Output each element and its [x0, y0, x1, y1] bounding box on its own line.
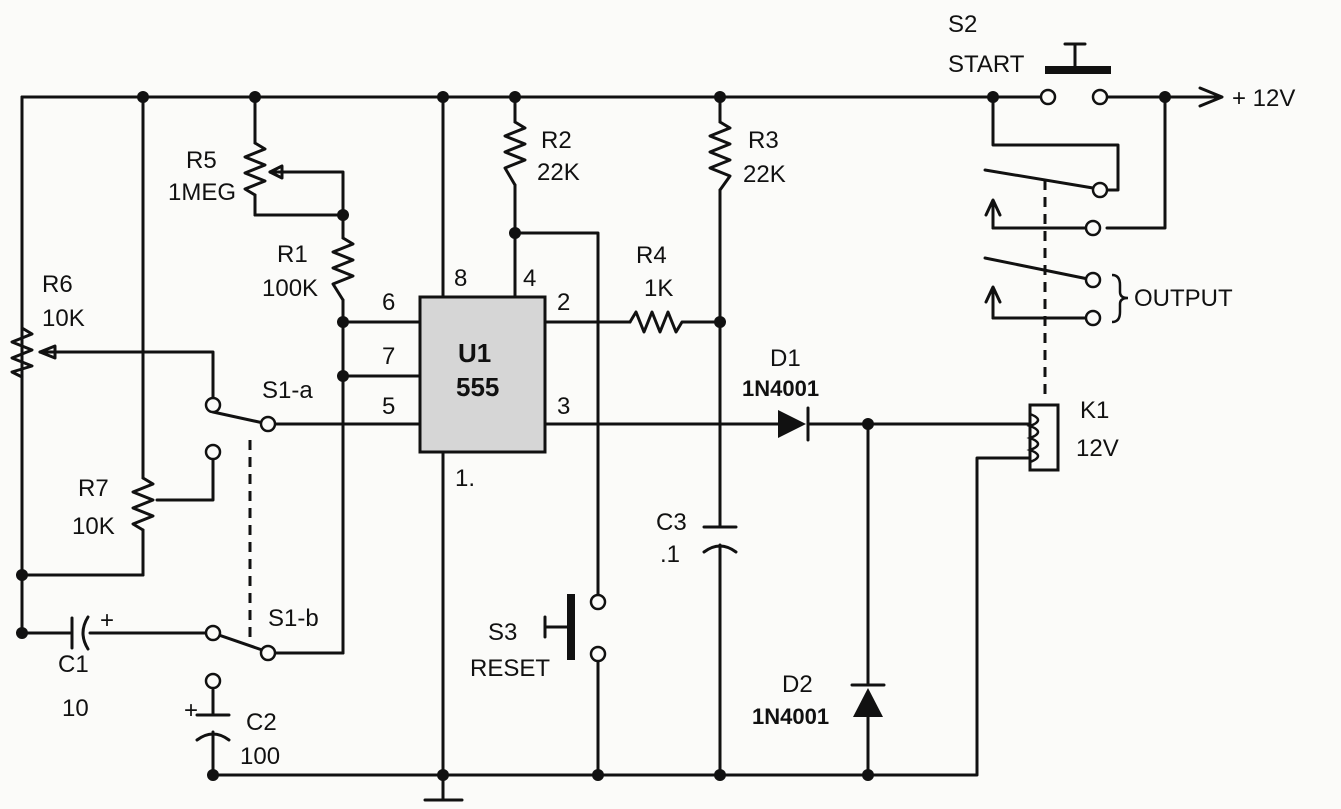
s1b-switch-arm: [211, 631, 270, 654]
s3-name-label: RESET: [470, 655, 550, 682]
c2-value-label: 100: [240, 743, 280, 770]
output-label: OUTPUT: [1134, 285, 1233, 312]
r5-resistor-symbol: [243, 141, 267, 197]
r6-value-label: 10K: [42, 305, 85, 332]
pin-1-label: 1.: [455, 465, 475, 492]
s3-ref-label: S3: [488, 619, 517, 646]
r7-ref-label: R7: [78, 475, 109, 502]
u1-555-chip: [418, 295, 547, 454]
r3-ref-label: R3: [748, 127, 779, 154]
pin-6-label: 6: [382, 289, 395, 316]
d2-ref-label: D2: [782, 671, 813, 698]
r3-resistor-symbol: [708, 120, 732, 192]
s2-ref-label: S2: [948, 11, 977, 38]
c1-ref-label: C1: [58, 651, 89, 678]
wires: [20, 86, 1224, 802]
r5-ref-label: R5: [186, 147, 217, 174]
r6-resistor-symbol: [10, 326, 34, 379]
junction-dots: [16, 91, 1171, 781]
r1-ref-label: R1: [277, 241, 308, 268]
pin-4-label: 4: [523, 265, 536, 292]
d2-diode-symbol: [850, 683, 886, 717]
pin-7-label: 7: [382, 343, 395, 370]
c1-capacitor-symbol: [70, 615, 90, 651]
s1b-label: S1-b: [268, 605, 319, 632]
s1a-label: S1-a: [262, 377, 313, 404]
pin-2-label: 2: [557, 289, 570, 316]
c3-capacitor-symbol: [702, 525, 738, 554]
r4-ref-label: R4: [636, 242, 667, 269]
r6-ref-label: R6: [42, 271, 73, 298]
r4-value-label: 1K: [644, 275, 673, 302]
s2-name-label: START: [948, 51, 1025, 78]
r1-value-label: 100K: [262, 275, 318, 302]
switch-terminals: [204, 88, 1109, 690]
output-brace: [1111, 273, 1129, 324]
r2-resistor-symbol: [503, 120, 527, 187]
s1a-switch-arm: [211, 410, 270, 426]
r2-ref-label: R2: [541, 127, 572, 154]
u1-part-label: 555: [456, 372, 499, 402]
r3-value-label: 22K: [743, 161, 786, 188]
c3-value-label: .1: [660, 541, 680, 568]
k1-relay-coil: [1026, 403, 1060, 472]
c2-ref-label: C2: [246, 709, 277, 736]
pin-5-label: 5: [382, 393, 395, 420]
supply-label: + 12V: [1232, 85, 1295, 112]
c2-capacitor-symbol: [195, 713, 231, 742]
c3-ref-label: C3: [656, 509, 687, 536]
pin-8-label: 8: [454, 265, 467, 292]
pin-3-label: 3: [557, 393, 570, 420]
r5-value-label: 1MEG: [168, 179, 236, 206]
r1-resistor-symbol: [331, 236, 355, 302]
r4-resistor-symbol: [628, 310, 690, 334]
s3-reset-button: [543, 594, 575, 660]
r7-value-label: 10K: [72, 513, 115, 540]
k1-ref-label: K1: [1080, 397, 1109, 424]
d1-ref-label: D1: [770, 345, 801, 372]
c2-polarity-label: +: [184, 697, 198, 724]
c1-value-label: 10: [62, 695, 89, 722]
r7-resistor-symbol: [131, 476, 155, 532]
d1-diode-symbol: [778, 406, 810, 442]
r2-value-label: 22K: [537, 159, 580, 186]
s2-start-button: [1045, 42, 1111, 74]
labels: S2 START + 12V R5 1MEG R1 100K R2 22K R3…: [42, 11, 1295, 770]
k1-value-label: 12V: [1076, 435, 1119, 462]
d1-part-label: 1N4001: [742, 376, 819, 401]
u1-ref-label: U1: [458, 338, 491, 368]
d2-part-label: 1N4001: [752, 704, 829, 729]
c1-polarity-label: +: [100, 607, 114, 634]
